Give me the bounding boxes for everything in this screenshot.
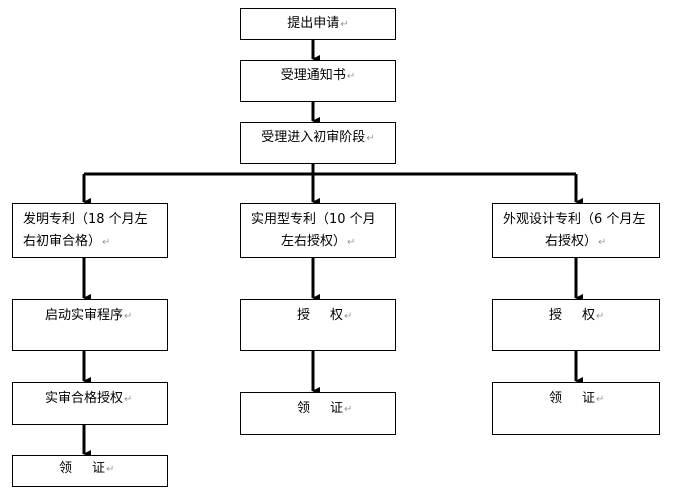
design-title-line1: 外观设计专利（6 个月左 xyxy=(503,212,646,227)
exam-pass-grant-box: 实审合格授权↵ xyxy=(12,382,168,425)
design-patent-box: 外观设计专利（6 个月左 右授权）↵ xyxy=(492,203,660,258)
design-grant-box: 授 权↵ xyxy=(492,299,660,351)
paragraph-mark: ↵ xyxy=(344,404,353,415)
paragraph-mark: ↵ xyxy=(106,464,115,475)
paragraph-mark: ↵ xyxy=(124,394,133,405)
certificate-char-2: 证 xyxy=(330,401,344,416)
paragraph-mark: ↵ xyxy=(344,311,353,322)
paragraph-mark: ↵ xyxy=(346,71,356,82)
grant-char-2: 权 xyxy=(582,308,596,323)
paragraph-mark: ↵ xyxy=(102,237,111,248)
utility-certificate-box: 领 证↵ xyxy=(240,392,396,435)
utility-title-line1: 实用型专利（10 个月 xyxy=(251,212,376,227)
design-title-line2: 右授权） xyxy=(545,234,598,249)
invention-patent-box: 发明专利（18 个月左 右初审合格）↵ xyxy=(12,203,168,258)
design-certificate-box: 领 证↵ xyxy=(492,382,660,435)
paragraph-mark: ↵ xyxy=(596,394,605,405)
utility-grant-box: 授 权↵ xyxy=(240,299,396,351)
certificate-char-1: 领 xyxy=(549,391,563,406)
submit-application-label: 提出申请 xyxy=(287,16,340,31)
grant-char-1: 授 xyxy=(297,308,311,323)
utility-title-line2: 左右授权） xyxy=(281,234,347,249)
certificate-char-1: 领 xyxy=(59,461,73,476)
paragraph-mark: ↵ xyxy=(340,19,349,30)
exam-pass-grant-label: 实审合格授权 xyxy=(45,391,124,406)
invention-title-line2: 右初审合格） xyxy=(23,234,102,249)
paragraph-mark: ↵ xyxy=(347,237,356,248)
paragraph-mark: ↵ xyxy=(598,237,607,248)
paragraph-mark: ↵ xyxy=(596,311,605,322)
certificate-char-2: 证 xyxy=(582,391,596,406)
grant-char-2: 权 xyxy=(330,308,344,323)
certificate-char-2: 证 xyxy=(92,461,106,476)
acceptance-notice-box: 受理通知书↵ xyxy=(240,60,396,102)
grant-char-1: 授 xyxy=(549,308,563,323)
paragraph-mark: ↵ xyxy=(124,311,133,322)
invention-title-line1: 发明专利（18 个月左 xyxy=(23,212,148,227)
invention-certificate-box: 领 证↵ xyxy=(12,455,168,487)
preliminary-exam-label: 受理进入初审阶段 xyxy=(261,130,366,145)
substantive-exam-label: 启动实审程序 xyxy=(45,308,124,323)
paragraph-mark: ↵ xyxy=(366,133,375,144)
certificate-char-1: 领 xyxy=(297,401,311,416)
utility-patent-box: 实用型专利（10 个月 左右授权）↵ xyxy=(240,203,396,258)
preliminary-exam-box: 受理进入初审阶段↵ xyxy=(240,122,396,164)
substantive-exam-box: 启动实审程序↵ xyxy=(12,299,168,351)
acceptance-notice-label: 受理通知书 xyxy=(280,68,346,83)
submit-application-box: 提出申请↵ xyxy=(240,8,396,40)
